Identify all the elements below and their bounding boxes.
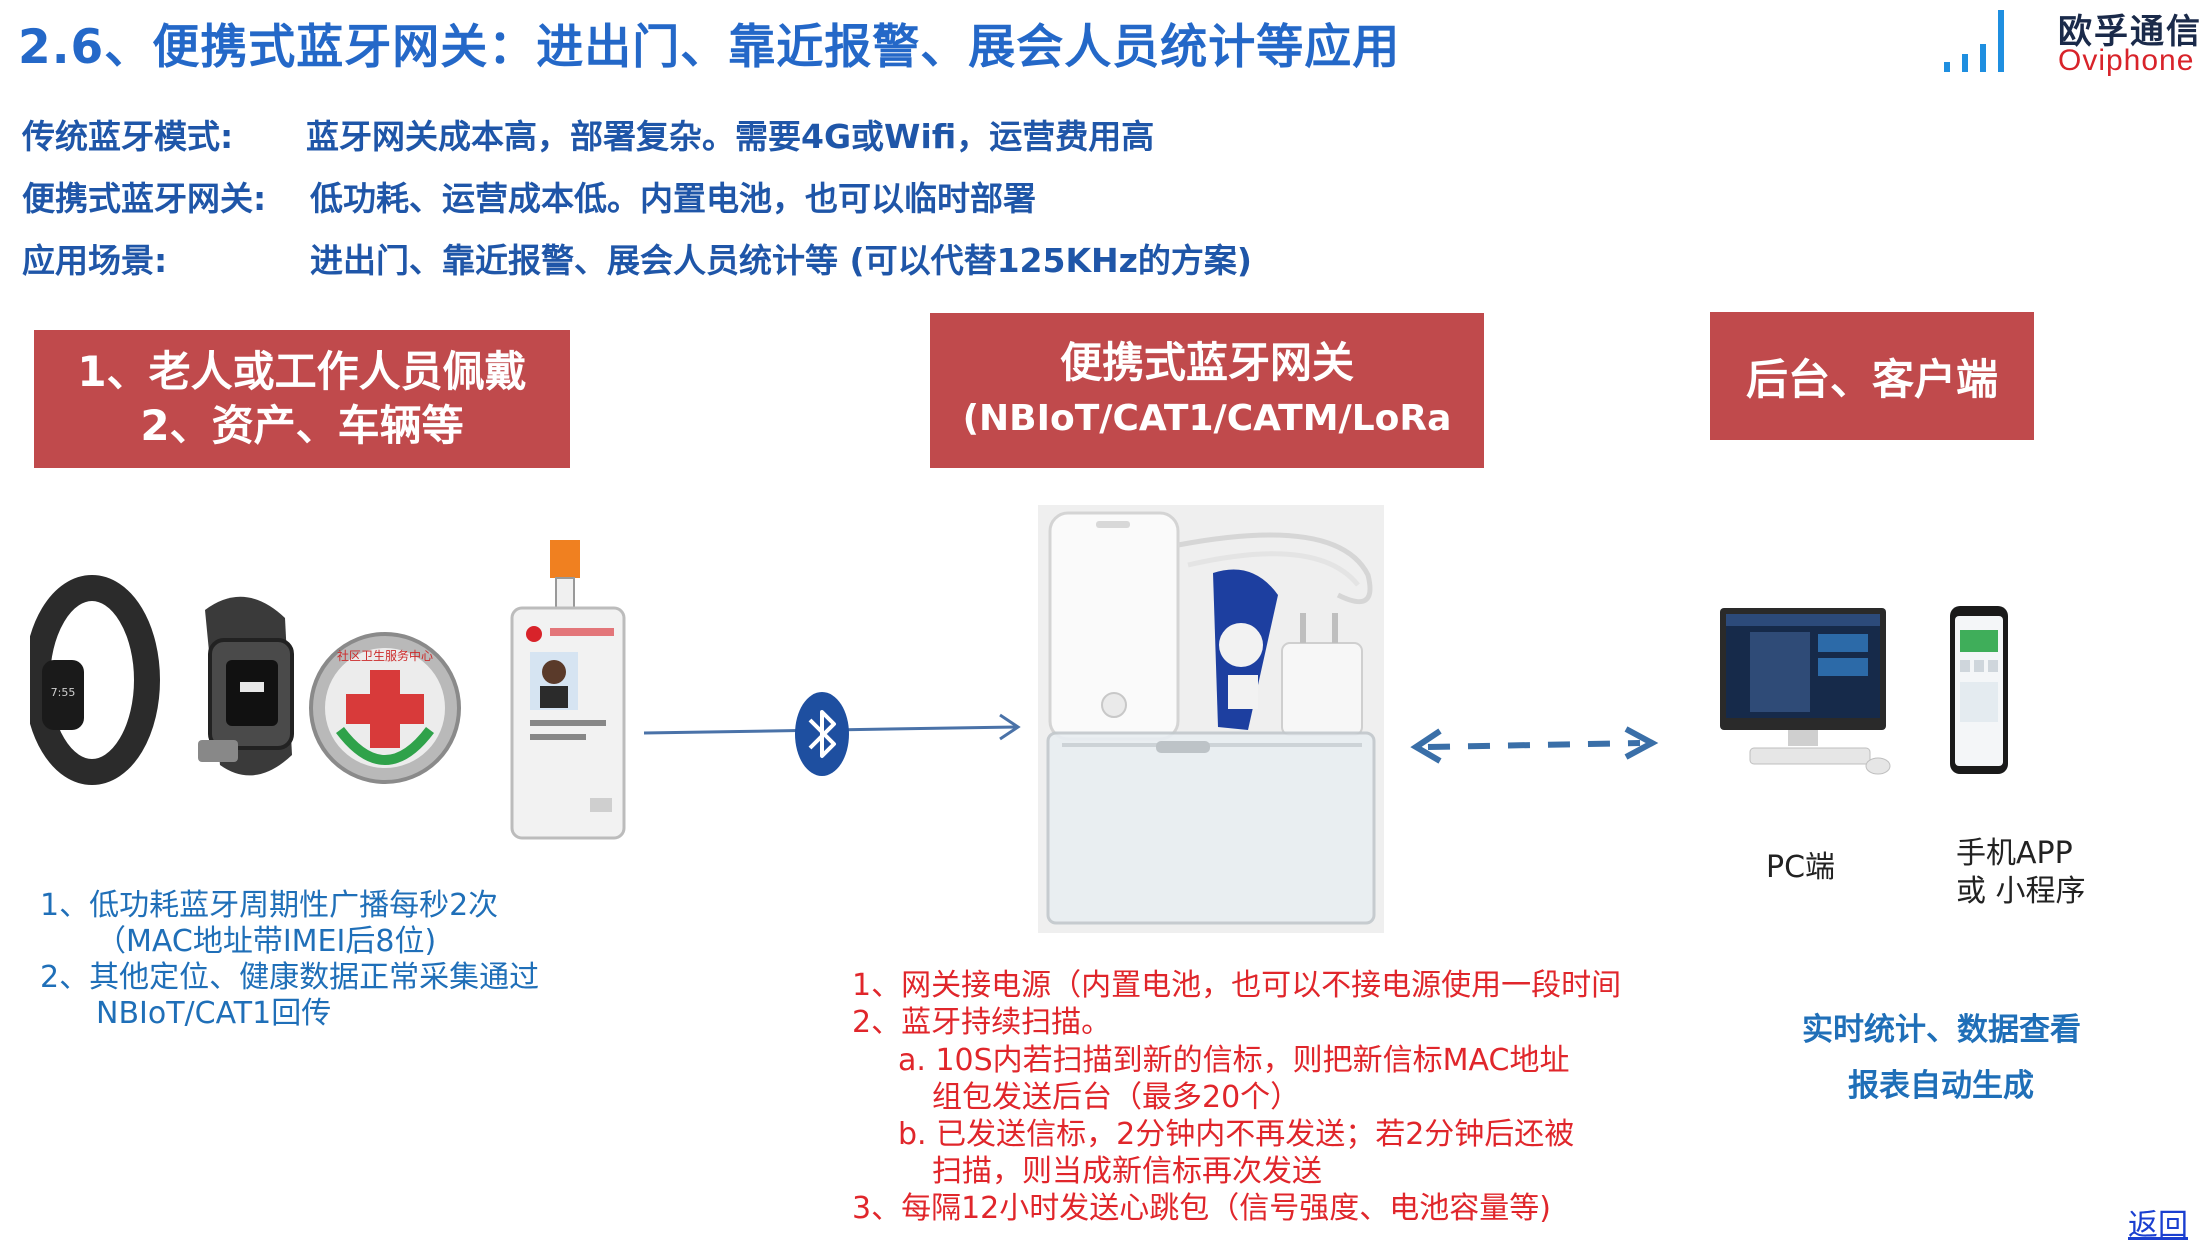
gateway-product-photo bbox=[1038, 505, 1384, 933]
bluetooth-icon bbox=[795, 692, 849, 776]
gateway-note-6: 扫描，则当成新信标再次发送 bbox=[932, 1154, 1322, 1189]
info-label-portable: 便携式蓝牙网关: bbox=[22, 179, 267, 218]
wearers-box: 1、老人或工作人员佩戴 2、资产、车辆等 bbox=[34, 330, 570, 468]
oviphone-logo-bars-icon bbox=[1944, 10, 2004, 72]
gateway-box: 便携式蓝牙网关 (NBIoT/CAT1/CATM/LoRa bbox=[930, 313, 1484, 468]
left-note-2: （MAC地址带IMEI后8位) bbox=[96, 924, 437, 959]
gateway-note-7: 3、每隔12小时发送心跳包（信号强度、电池容量等) bbox=[852, 1191, 1551, 1226]
wearable-devices-illustration: 7:55 社区卫生服务中心 bbox=[30, 540, 626, 840]
client-devices-illustration bbox=[1720, 606, 2008, 775]
feature-realtime-stats: 实时统计、数据查看 bbox=[1802, 1012, 2081, 1048]
left-note-1: 1、低功耗蓝牙周期性广播每秒2次 bbox=[40, 888, 499, 923]
gateway-note-4: 组包发送后台（最多20个） bbox=[932, 1080, 1301, 1115]
gateway-box-line1: 便携式蓝牙网关 bbox=[1059, 337, 1354, 387]
gateway-box-line2: (NBIoT/CAT1/CATM/LoRa bbox=[962, 397, 1452, 439]
info-text-portable: 低功耗、运营成本低。内置电池，也可以临时部署 bbox=[310, 179, 1036, 218]
left-note-3: 2、其他定位、健康数据正常采集通过 bbox=[40, 960, 540, 995]
gateway-note-3: a. 10S内若扫描到新的信标，则把新信标MAC地址 bbox=[898, 1043, 1570, 1078]
community-badge-icon: 社区卫生服务中心 bbox=[309, 632, 461, 784]
feature-auto-report: 报表自动生成 bbox=[1848, 1068, 2034, 1104]
gateway-note-2: 2、蓝牙持续扫描。 bbox=[852, 1005, 1112, 1040]
gateway-note-1: 1、网关接电源（内置电池，也可以不接电源使用一段时间 bbox=[852, 968, 1622, 1003]
badge-text: 社区卫生服务中心 bbox=[337, 648, 433, 663]
info-text-scenario: 进出门、靠近报警、展会人员统计等 (可以代替125KHz的方案) bbox=[310, 241, 1252, 280]
two-way-arrow bbox=[1410, 726, 1659, 764]
page-title: 2.6、便携式蓝牙网关：进出门、靠近报警、展会人员统计等应用 bbox=[18, 20, 1401, 75]
bluetooth-arrow bbox=[643, 692, 1021, 776]
info-text-traditional: 蓝牙网关成本高，部署复杂。需要4G或Wifi，运营费用高 bbox=[306, 117, 1155, 156]
backend-box: 后台、客户端 bbox=[1710, 312, 2034, 440]
logo-chinese-name: 欧孚通信 bbox=[2058, 12, 2200, 52]
backend-box-line1: 后台、客户端 bbox=[1745, 354, 1998, 404]
smart-band-time: 7:55 bbox=[51, 686, 76, 699]
mobile-phone-icon bbox=[1950, 606, 2008, 774]
pc-monitor-icon bbox=[1720, 608, 1891, 775]
back-link[interactable]: 返回 bbox=[2128, 1208, 2188, 1243]
wearers-box-line1: 1、老人或工作人员佩戴 bbox=[77, 347, 527, 396]
info-label-scenario: 应用场景: bbox=[22, 241, 168, 280]
app-label-line2: 或 小程序 bbox=[1956, 874, 2086, 909]
logo-english-name: Oviphone bbox=[2058, 44, 2195, 77]
smart-watch-icon bbox=[198, 596, 294, 776]
info-label-traditional: 传统蓝牙模式: bbox=[22, 117, 234, 156]
gateway-note-5: b. 已发送信标，2分钟内不再发送；若2分钟后还被 bbox=[898, 1117, 1575, 1152]
id-card-icon bbox=[510, 540, 626, 840]
app-label-line1: 手机APP bbox=[1956, 836, 2073, 871]
pc-label: PC端 bbox=[1766, 850, 1836, 885]
smart-band-icon: 7:55 bbox=[30, 575, 160, 785]
wearers-box-line2: 2、资产、车辆等 bbox=[140, 401, 464, 450]
left-note-4: NBIoT/CAT1回传 bbox=[96, 996, 332, 1031]
